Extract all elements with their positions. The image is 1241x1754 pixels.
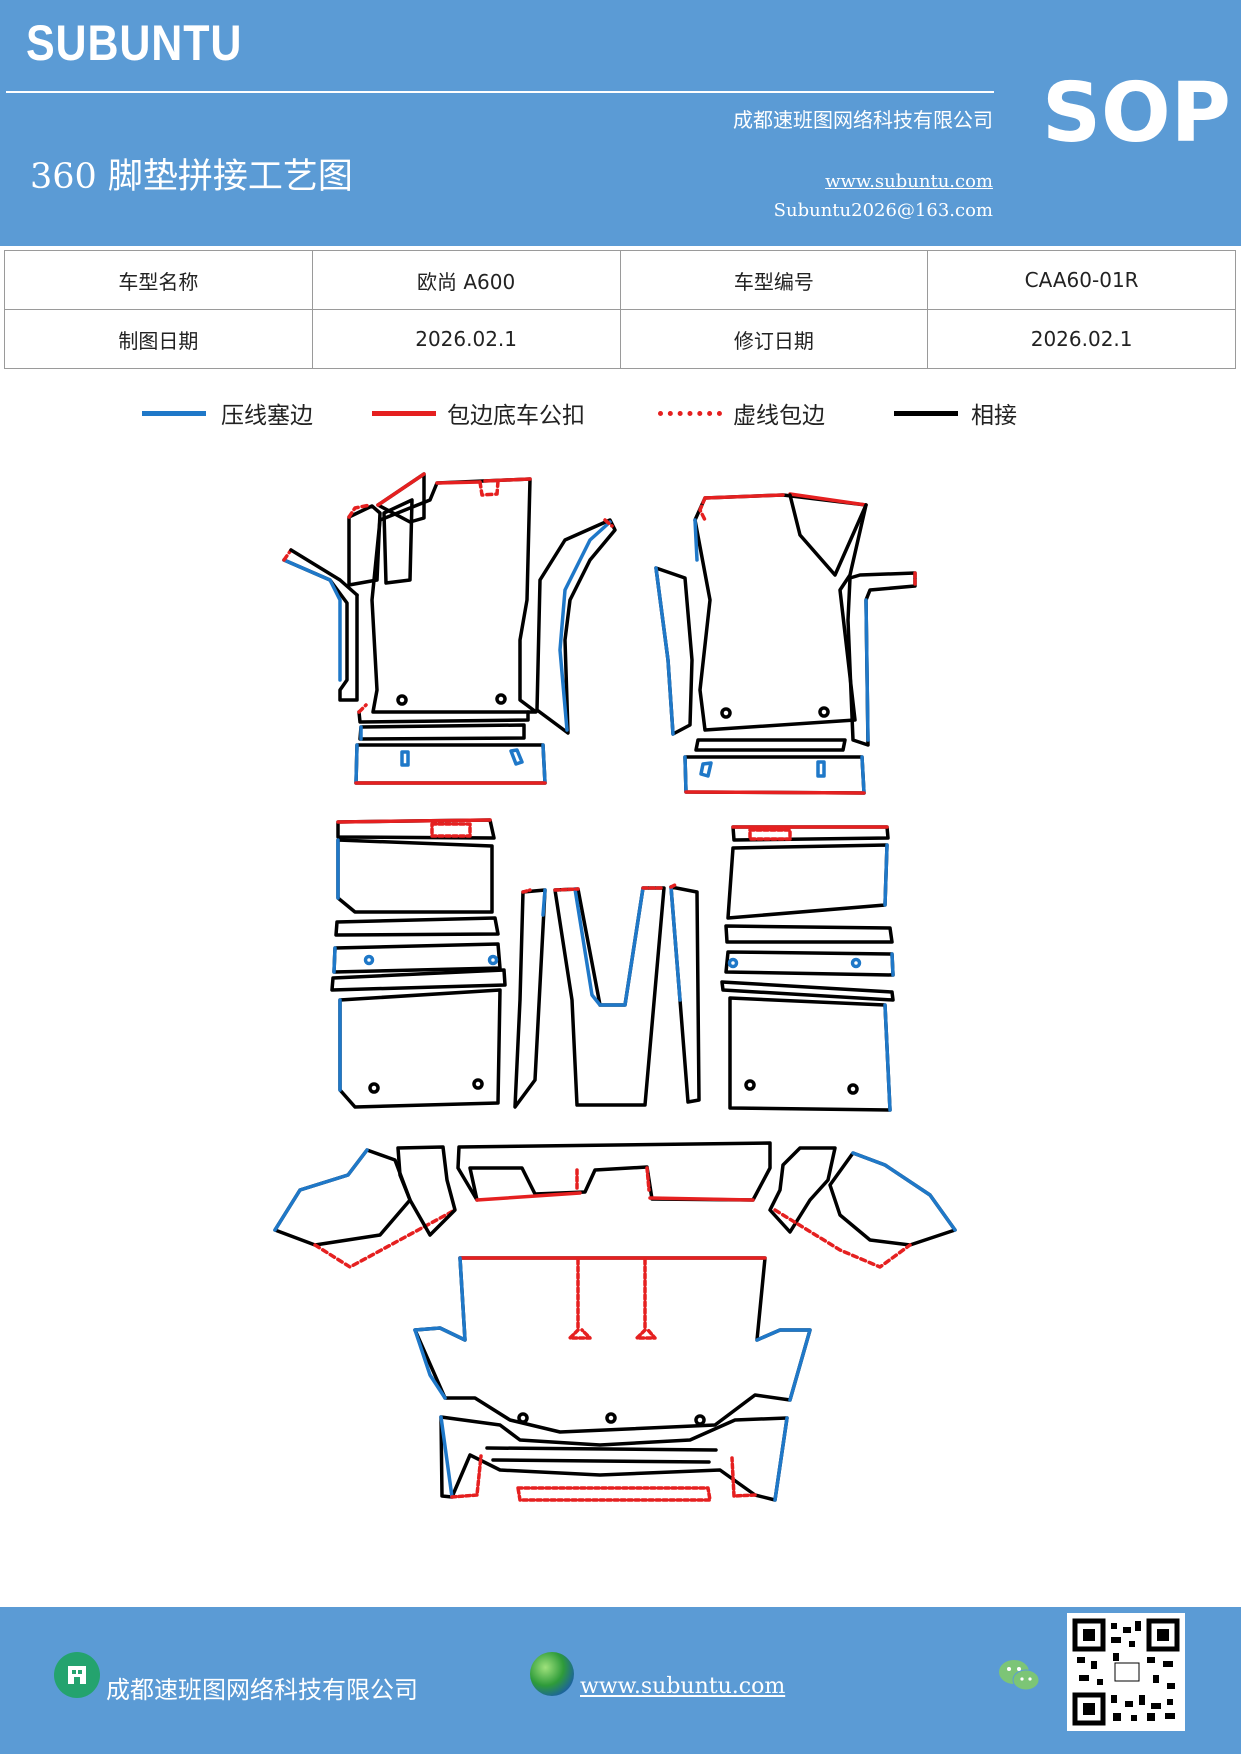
building-icon (54, 1652, 100, 1698)
header-website-link[interactable]: www.subuntu.com (825, 171, 993, 192)
rear-mat-group (273, 1141, 957, 1502)
table-row: 制图日期 2026.02.1 修订日期 2026.02.1 (4, 309, 1236, 369)
model-name-label: 车型名称 (4, 250, 313, 310)
header-company: 成都速班图网络科技有限公司 (733, 108, 993, 132)
header-divider (6, 91, 994, 93)
wechat-icon[interactable] (994, 1650, 1044, 1700)
front-left-mat-group (282, 472, 617, 785)
model-code-value: CAA60-01R (927, 250, 1236, 310)
middle-mat-group (330, 818, 895, 1112)
legend-swatch-blue (142, 411, 206, 416)
drawing-date-label: 制图日期 (4, 309, 313, 369)
header-banner (0, 0, 1241, 246)
floor-mat-diagram (273, 472, 957, 1502)
vehicle-info-table: 车型名称 欧尚 A600 车型编号 CAA60-01R 制图日期 2026.02… (4, 250, 1236, 369)
legend-label: 虚线包边 (733, 403, 825, 429)
revision-date-value: 2026.02.1 (927, 309, 1236, 369)
header-email: Subuntu2026@163.com (773, 200, 993, 221)
globe-icon (530, 1652, 574, 1696)
line-legend: 压线塞边 包边底车公扣 虚线包边 相接 (0, 402, 1241, 442)
sop-badge: SOP (1042, 66, 1231, 161)
qr-code (1067, 1613, 1185, 1731)
page-title: 360 脚垫拼接工艺图 (30, 157, 353, 197)
front-right-mat-group (654, 492, 917, 795)
model-code-label: 车型编号 (619, 250, 929, 310)
legend-label: 包边底车公扣 (447, 403, 585, 429)
model-name-value: 欧尚 A600 (311, 250, 621, 310)
footer-company: 成都速班图网络科技有限公司 (106, 1676, 418, 1704)
footer-website-link[interactable]: www.subuntu.com (580, 1674, 786, 1699)
drawing-date-value: 2026.02.1 (311, 309, 621, 369)
brand-logo: SUBUNTU (26, 15, 243, 71)
legend-swatch-black (894, 411, 958, 416)
legend-label: 相接 (971, 403, 1017, 429)
revision-date-label: 修订日期 (619, 309, 929, 369)
legend-label: 压线塞边 (221, 403, 313, 429)
table-row: 车型名称 欧尚 A600 车型编号 CAA60-01R (4, 250, 1236, 310)
legend-swatch-red-dashed (658, 411, 722, 416)
legend-swatch-red (372, 411, 436, 416)
